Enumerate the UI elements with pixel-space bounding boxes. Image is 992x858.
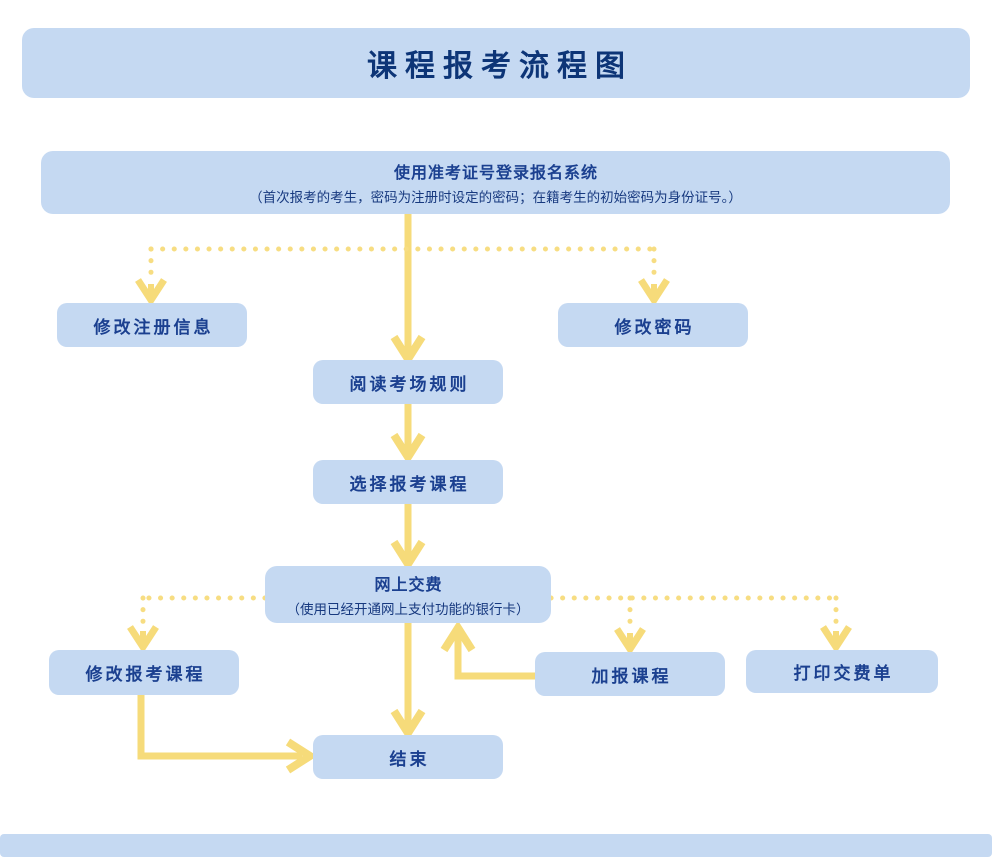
node-modify-registration-info: 修改注册信息	[57, 303, 247, 347]
node-pay-online-label: 网上交费	[374, 577, 443, 594]
node-modify-registration-info-label: 修改注册信息	[93, 317, 214, 337]
arrow-read-rules-to-select-courses	[390, 404, 426, 465]
node-select-courses-label: 选择报考课程	[349, 474, 470, 494]
footer-bar	[0, 834, 992, 857]
dotted-branch-pay-left	[127, 595, 268, 654]
node-pay-online-note: （使用已经开通网上支付功能的银行卡）	[286, 602, 530, 617]
node-modify-courses-label: 修改报考课程	[85, 665, 206, 684]
dotted-arrowhead-modify-reg	[135, 278, 167, 307]
node-select-courses: 选择报考课程	[313, 460, 503, 504]
dotted-arrowhead-modify-pwd	[638, 278, 670, 307]
node-login-note: （首次报考的考生，密码为注册时设定的密码；在籍考生的初始密码为身份证号。）	[249, 190, 742, 205]
node-modify-password: 修改密码	[558, 303, 748, 347]
node-print-payment-receipt: 打印交费单	[746, 650, 938, 693]
node-pay-online: 网上交费 （使用已经开通网上支付功能的银行卡）	[265, 566, 551, 623]
node-modify-password-label: 修改密码	[614, 317, 695, 337]
dotted-branch-login	[148, 246, 657, 283]
arrow-login-to-read-rules	[390, 214, 426, 367]
node-modify-courses: 修改报考课程	[49, 650, 239, 695]
dotted-branch-pay-right	[548, 595, 852, 656]
node-read-exam-rules: 阅读考场规则	[313, 360, 503, 404]
node-add-courses: 加报课程	[535, 652, 725, 696]
node-read-exam-rules-label: 阅读考场规则	[349, 374, 470, 394]
node-print-payment-receipt-label: 打印交费单	[793, 664, 894, 683]
arrow-modify-courses-to-end	[137, 695, 318, 774]
node-login: 使用准考证号登录报名系统 （首次报考的考生，密码为注册时设定的密码；在籍考生的初…	[41, 151, 950, 214]
node-add-courses-label: 加报课程	[591, 666, 672, 686]
node-end: 结束	[313, 735, 503, 779]
node-end-label: 结束	[389, 749, 430, 769]
arrow-add-courses-to-pay-online	[440, 620, 535, 680]
arrow-pay-online-to-end	[390, 623, 426, 741]
arrow-select-courses-to-pay-online	[390, 504, 426, 572]
node-login-label: 使用准考证号登录报名系统	[393, 165, 598, 182]
title-banner: 课程报考流程图	[22, 28, 970, 98]
page-title: 课程报考流程图	[367, 50, 633, 83]
